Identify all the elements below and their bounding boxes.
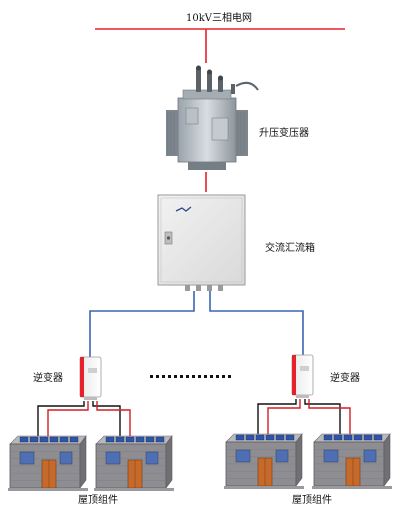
- ac-line-left: [89, 291, 195, 357]
- rooftop-pv-house-icon: [8, 435, 88, 491]
- rooftop-pv-house-icon: [224, 433, 304, 489]
- inverter-icon: [291, 354, 314, 398]
- ac-line-right: [209, 291, 304, 355]
- rooftop-houses: [8, 433, 392, 491]
- dc-lines-right: [257, 399, 351, 436]
- roof-group-label-right: 屋顶组件: [292, 495, 332, 506]
- rooftop-pv-house-icon: [312, 433, 392, 489]
- combiner-box-label: 交流汇流箱: [265, 243, 315, 254]
- dc-lines-left: [37, 401, 131, 438]
- inverter-label-left: 逆变器: [33, 373, 63, 384]
- transformer-icon: [166, 65, 259, 170]
- combiner-box-icon: [157, 194, 246, 291]
- inverter-icon: [79, 356, 102, 400]
- roof-group-label-left: 屋顶组件: [78, 495, 118, 506]
- inverter-label-right: 逆变器: [330, 373, 360, 384]
- ellipsis-dots: [150, 375, 231, 378]
- grid-label: 10kV三相电网: [186, 13, 253, 24]
- transformer-label: 升压变压器: [259, 128, 309, 139]
- rooftop-pv-house-icon: [94, 435, 174, 491]
